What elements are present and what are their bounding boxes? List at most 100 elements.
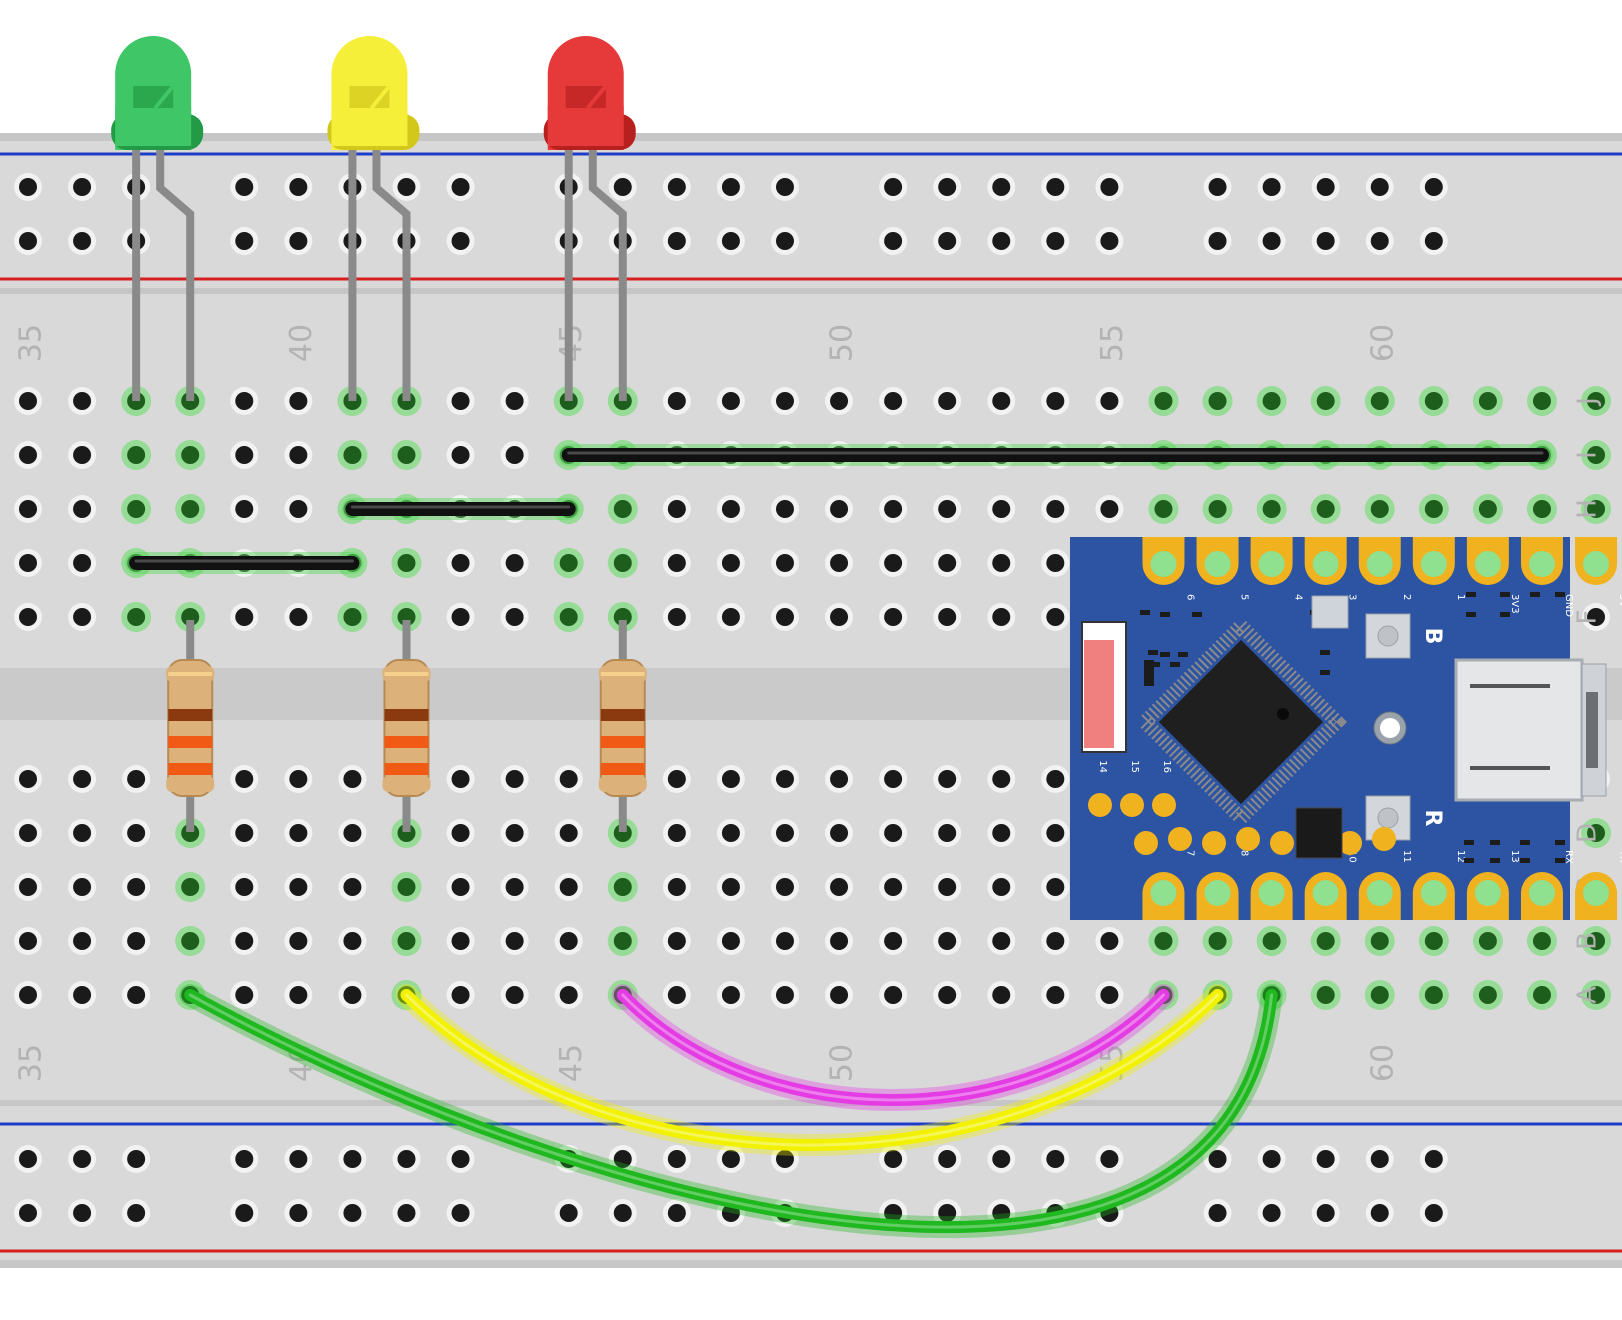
pin-hole	[1150, 880, 1177, 906]
pin-label-top: 3V3	[1509, 594, 1520, 614]
hole	[343, 446, 362, 464]
hole	[19, 824, 37, 842]
hole	[1587, 824, 1606, 842]
rail-hole	[613, 1204, 632, 1222]
smd-component	[1170, 662, 1180, 667]
hole	[19, 986, 37, 1004]
smd-component	[1490, 840, 1500, 845]
smd-component	[1140, 610, 1150, 615]
pcb-connector-face	[1084, 640, 1114, 748]
smd-component	[1530, 592, 1540, 597]
row-letter-F: F	[1573, 610, 1603, 625]
hole	[992, 554, 1011, 572]
hole	[884, 554, 903, 572]
resistors	[166, 620, 647, 832]
rail-hole	[235, 1204, 254, 1222]
rail-hole	[613, 178, 632, 196]
rail-hole	[1424, 1204, 1443, 1222]
row-letter-A: A	[1573, 986, 1603, 1004]
column-number-60: 60	[1365, 1044, 1400, 1082]
pin-hole	[1312, 551, 1339, 577]
rail-hole	[613, 1150, 632, 1168]
hole	[1478, 500, 1497, 518]
resistor-3	[599, 659, 646, 797]
hole	[1316, 986, 1335, 1004]
hole	[559, 878, 578, 896]
resistor-2	[383, 659, 430, 797]
hole	[397, 878, 416, 896]
led-red-die	[565, 86, 606, 108]
hole	[73, 608, 92, 626]
pin-hole	[1150, 551, 1177, 577]
hole	[1262, 932, 1281, 950]
hole	[289, 446, 308, 464]
rail-hole	[1208, 1150, 1227, 1168]
resistor-band	[600, 763, 645, 775]
hole	[127, 932, 146, 950]
hole	[1046, 500, 1065, 518]
led-green-body	[115, 106, 192, 146]
smd-component	[1464, 840, 1474, 845]
rail-hole	[992, 232, 1011, 250]
rail-hole	[1316, 178, 1335, 196]
hole	[1154, 500, 1173, 518]
resistor-cap	[382, 776, 431, 792]
hole	[1100, 932, 1119, 950]
hole	[1587, 932, 1606, 950]
rail-hole	[775, 232, 794, 250]
hole	[559, 554, 578, 572]
hole	[505, 554, 524, 572]
pin-label-bottom: 8	[1239, 850, 1250, 856]
hole	[938, 986, 957, 1004]
hole	[1424, 500, 1443, 518]
led-yellow-die-line	[369, 84, 392, 110]
rail-hole	[1370, 232, 1389, 250]
rail-hole	[73, 178, 92, 196]
hole	[289, 608, 308, 626]
rail-hole	[1370, 178, 1389, 196]
column-number-45: 45	[554, 1044, 589, 1082]
rail-hole	[938, 178, 957, 196]
resistor-1	[167, 659, 214, 797]
resistor-band	[168, 709, 213, 721]
pin-label-top: 3	[1347, 594, 1358, 600]
hole	[397, 824, 416, 842]
hole	[992, 878, 1011, 896]
rail-hole	[1316, 1150, 1335, 1168]
hole	[181, 878, 200, 896]
hole	[343, 878, 362, 896]
hole	[992, 770, 1011, 788]
pin-hole	[1258, 551, 1285, 577]
hole	[1046, 554, 1065, 572]
rail-hole	[289, 1150, 308, 1168]
hole	[775, 878, 794, 896]
magenta-wire	[616, 989, 1170, 1106]
hole	[667, 392, 686, 410]
rail-hole	[667, 178, 686, 196]
hole	[1208, 500, 1227, 518]
hole	[19, 770, 37, 788]
smd-component	[1520, 840, 1530, 845]
hole	[1046, 932, 1065, 950]
rail-hole	[235, 1150, 254, 1168]
rail-hole	[775, 1150, 794, 1168]
rail-hole	[19, 232, 37, 250]
hole	[1532, 392, 1551, 410]
resistor-band	[600, 736, 645, 748]
hole	[830, 554, 849, 572]
resistor-band	[384, 763, 429, 775]
hole	[559, 932, 578, 950]
rail-hole	[343, 1150, 362, 1168]
smd-component	[1555, 858, 1565, 863]
hole	[19, 608, 37, 626]
pin-hole	[1583, 551, 1610, 577]
hole	[613, 878, 632, 896]
hole	[73, 824, 92, 842]
hole	[451, 608, 470, 626]
hole	[667, 824, 686, 842]
hole	[667, 554, 686, 572]
hole	[884, 932, 903, 950]
led-green-die-line	[153, 84, 175, 110]
hole	[1478, 392, 1497, 410]
